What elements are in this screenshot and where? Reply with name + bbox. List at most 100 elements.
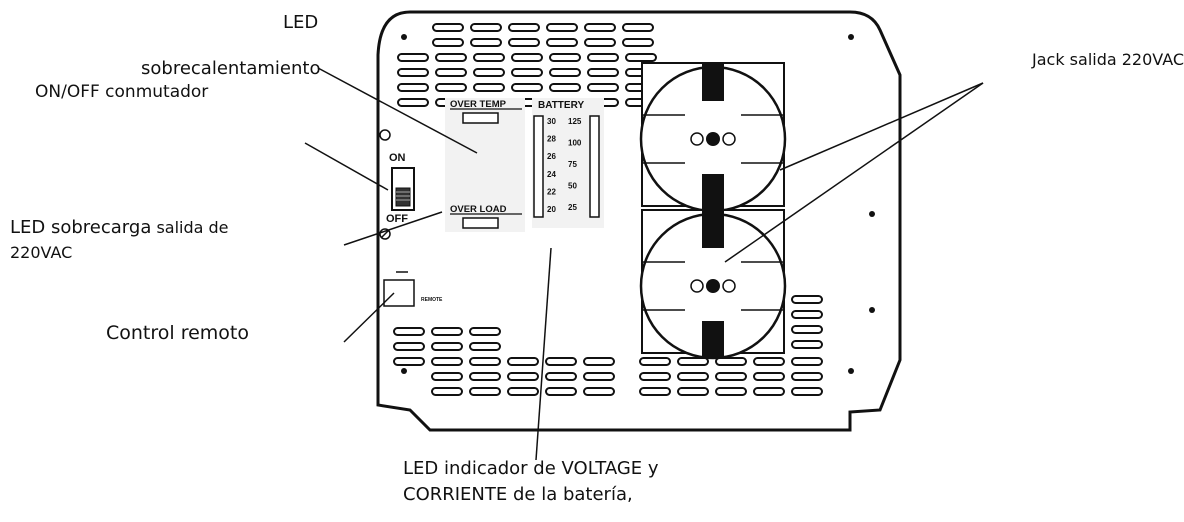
voltage-tick-label: 22	[547, 187, 556, 196]
vent-slot	[639, 372, 671, 381]
led-overload-main: LED sobrecarga	[10, 217, 152, 238]
vent-slot	[639, 387, 671, 396]
vent-slot	[432, 23, 464, 32]
switch-on-text: ON	[389, 152, 406, 164]
vent-slot	[431, 387, 463, 396]
vent-slot	[791, 325, 823, 334]
vent-slot	[753, 372, 785, 381]
vent-slot	[583, 372, 615, 381]
vent-slot	[470, 23, 502, 32]
vent-slot	[546, 23, 578, 32]
remote-control-text: Control remoto	[106, 322, 250, 344]
over-load-indicator: OVER LOAD	[445, 200, 525, 232]
vent-slot	[393, 327, 425, 336]
jack-output-text: Jack salida 220VAC	[1032, 50, 1184, 69]
vent-slot	[507, 387, 539, 396]
vent-slot	[435, 83, 467, 92]
vent-slot	[473, 53, 505, 62]
voltage-tick-label: 30	[547, 117, 556, 126]
voltage-tick-label: 24	[547, 170, 556, 179]
over-temp-led	[462, 112, 499, 124]
socket	[639, 209, 787, 360]
vent-slot	[791, 357, 823, 366]
vent-slot	[753, 387, 785, 396]
vent-slot	[791, 372, 823, 381]
vent-slot	[545, 387, 577, 396]
vent-slot	[584, 23, 616, 32]
battery-indicator-line2: CORRIENTE de la batería,	[403, 484, 633, 506]
vent-slot	[622, 38, 654, 47]
battery-indicator-line1: LED indicador de VOLTAGE y	[403, 458, 659, 479]
vent-slot	[508, 23, 540, 32]
jack-output-label: Jack salida 220VAC	[1032, 48, 1184, 71]
voltage-tick-label: 28	[547, 135, 556, 144]
vent-slot	[583, 387, 615, 396]
current-led-bar	[589, 115, 600, 218]
vent-slot	[469, 387, 501, 396]
vent-slot	[715, 372, 747, 381]
vent-slot	[677, 387, 709, 396]
vent-slot	[677, 372, 709, 381]
vent-slot	[791, 387, 823, 396]
vent-slot	[469, 357, 501, 366]
voltage-tick-label: 20	[547, 205, 556, 214]
vent-slot	[511, 53, 543, 62]
vent-slot	[625, 53, 657, 62]
vent-slot	[587, 83, 619, 92]
current-tick-label: 75	[568, 160, 577, 169]
onoff-switch-text: ON/OFF conmutador	[35, 82, 209, 102]
socket	[639, 62, 787, 213]
ventilation-slots	[393, 23, 823, 396]
vent-slot	[587, 53, 619, 62]
vent-slot	[587, 68, 619, 77]
vent-slot	[508, 38, 540, 47]
vent-slot	[393, 342, 425, 351]
led-overtemp-label-line2: sobrecalentamiento	[141, 56, 320, 82]
led-overtemp-line1: LED	[283, 12, 319, 33]
onoff-switch[interactable]: ON OFF	[379, 129, 415, 240]
vent-slot	[639, 357, 671, 366]
over-load-text: OVER LOAD	[450, 204, 507, 215]
onoff-switch-label: ON/OFF conmutador	[35, 80, 208, 105]
current-tick-label: 125	[568, 117, 582, 126]
vent-slot	[549, 53, 581, 62]
vent-slot	[393, 357, 425, 366]
over-temp-indicator: OVER TEMP	[445, 98, 525, 208]
vent-slot	[791, 310, 823, 319]
vent-slot	[435, 68, 467, 77]
vent-slot	[583, 357, 615, 366]
battery-indicator-label: LED indicador de VOLTAGE y CORRIENTE de …	[403, 456, 659, 508]
vent-slot	[511, 83, 543, 92]
vent-slot	[469, 342, 501, 351]
remote-control-label: Control remoto	[106, 320, 249, 348]
vent-slot	[397, 53, 429, 62]
vent-slot	[469, 372, 501, 381]
output-sockets	[639, 62, 787, 360]
over-temp-text: OVER TEMP	[450, 99, 507, 110]
current-tick-label: 25	[568, 203, 577, 212]
voltage-led-bar	[533, 115, 544, 218]
vent-slot	[549, 68, 581, 77]
vent-slot	[397, 98, 429, 107]
vent-slot	[432, 38, 464, 47]
switch-off-text: OFF	[386, 213, 408, 225]
vent-slot	[431, 327, 463, 336]
vent-slot	[397, 68, 429, 77]
vent-slot	[470, 38, 502, 47]
vent-slot	[545, 357, 577, 366]
remote-port: REMOTE	[383, 271, 443, 307]
vent-slot	[473, 83, 505, 92]
vent-slot	[791, 340, 823, 349]
vent-slot	[397, 83, 429, 92]
led-overload-label: LED sobrecarga salida de 220VAC	[10, 215, 229, 264]
vent-slot	[469, 327, 501, 336]
vent-slot	[431, 357, 463, 366]
vent-slot	[507, 357, 539, 366]
vent-slot	[431, 372, 463, 381]
housing-screws	[401, 34, 875, 374]
led-overload-small: salida de	[151, 218, 229, 237]
vent-slot	[549, 83, 581, 92]
